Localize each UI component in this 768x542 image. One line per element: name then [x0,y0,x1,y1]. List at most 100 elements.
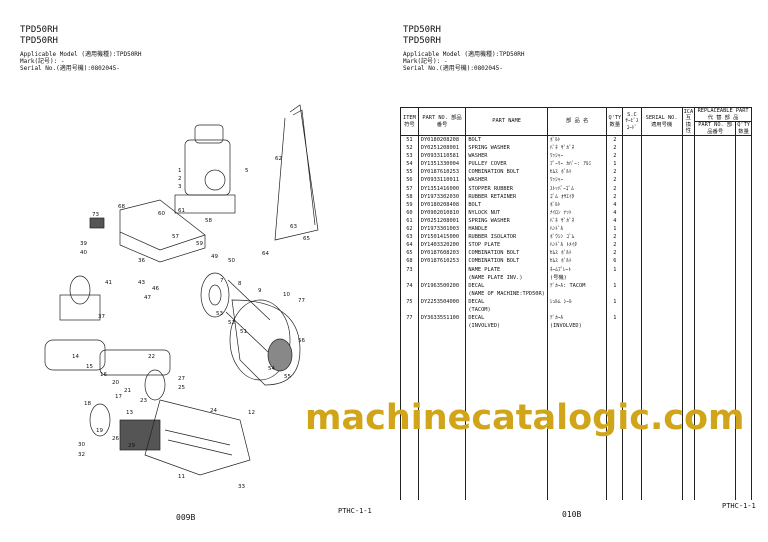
cell-part_no: DY1963500200 [417,281,467,290]
cell-empty [735,257,752,266]
cell-empty [735,200,752,209]
callout-number: 39 [80,241,87,247]
cell-empty [622,273,642,282]
cell-empty [694,322,737,331]
cell-empty [681,184,696,193]
cell-empty [681,200,696,209]
cell-empty [640,200,683,209]
cell-empty [735,281,752,290]
cell-qty: 2 [606,152,624,161]
cell-part_no: DY0187610253 [417,257,467,266]
callout-number: 17 [115,394,122,400]
cell-name: (TACOM) [465,305,548,315]
cell-part_no: DY1973302030 [417,192,467,201]
cell-empty [640,305,683,315]
cell-name: DECAL [465,281,548,290]
cell-empty [681,297,696,306]
cell-jp: ﾊﾝﾄﾞﾙ [546,225,608,234]
cell-empty [681,225,696,234]
cell-item: 52 [400,144,419,153]
cell-part_no [417,273,467,282]
cell-jp: ﾌﾟｰﾘｰ ｶﾊﾞｰ: ｱﾙﾐ [546,160,608,169]
left-header: TPD50RH TPD50RH Applicable Model (適用機種):… [20,25,142,72]
cell-empty [681,273,696,282]
callout-number: 10 [283,292,290,298]
cell-empty [622,192,642,201]
cell-empty [735,184,752,193]
cell-empty [622,233,642,242]
cell-empty [735,208,752,217]
mark: Mark(記号): - [20,58,65,65]
cell-empty [640,249,683,258]
cell-empty [735,241,752,250]
cell-jp: ｺﾞﾑ ｵｻｴｲﾀ [546,192,608,201]
cell-empty [640,273,683,282]
callout-number: 12 [248,410,255,416]
callout-number: 41 [105,280,112,286]
cell-jp: ﾃﾞｶｰﾙ: TACOM [546,281,608,290]
cell-empty [681,322,696,331]
callout-number: 32 [78,452,85,458]
callout-number: 24 [210,408,217,414]
cell-empty [681,257,696,266]
cell-empty [735,135,752,145]
model-subtitle: TPD50RH [20,36,58,46]
cell-name: PULLEY COVER [465,160,548,169]
cell-item: 73 [400,265,419,274]
cell-name: NYLOCK NUT [465,208,548,217]
callout-number: 33 [238,484,245,490]
callout-number: 9 [258,288,262,294]
model-title: TPD50RH [20,25,58,35]
table-row: (NAME OF MACHINE:TPD50R) [400,289,752,298]
cell-qty: 2 [606,135,624,145]
cell-name: (NAME OF MACHINE:TPD50R) [465,289,548,298]
callout-number: 25 [178,385,185,391]
cell-empty [735,233,752,242]
cell-empty [694,330,737,501]
cell-item: 56 [400,176,419,185]
cell-empty [622,200,642,209]
cell-part_no: DY1403320200 [417,241,467,250]
cell-jp: ｾﾑｽ ﾎﾞﾙﾄ [546,257,608,266]
cell-qty: 2 [606,233,624,242]
cell-empty [681,233,696,242]
callout-number: 47 [144,295,151,301]
cell-item: 74 [400,281,419,290]
cell-empty [640,322,683,331]
cell-empty [735,216,752,226]
cell-item [400,322,419,331]
cell-part_no: DY1973301003 [417,225,467,234]
cell-item: 61 [400,216,419,226]
cell-item: 57 [400,184,419,193]
cell-jp: ﾊﾞﾈ ｻﾞｶﾞﾈ [546,216,608,226]
cell-empty [622,225,642,234]
cell-empty [640,184,683,193]
cell-empty [622,314,642,323]
cell-part_no [417,289,467,298]
cell-empty [694,135,737,145]
cell-qty [606,273,624,282]
cell-part_no: DY1351416000 [417,184,467,193]
cell-name: STOP PLATE [465,241,548,250]
cell-empty [640,330,683,501]
cell-empty [681,265,696,274]
cell-part_no [417,265,467,274]
parts-table: ITEM 符号 PART NO. 部品番号 PART NAME 部 品 名 Q'… [400,107,752,501]
applicable-model: Applicable Model (適用機種):TPD50RH [403,51,525,58]
callout-number: 60 [158,211,165,217]
cell-qty [606,305,624,315]
cell-empty [735,168,752,177]
cell-empty [694,257,737,266]
cell-empty [640,257,683,266]
cell-qty: 1 [606,160,624,169]
